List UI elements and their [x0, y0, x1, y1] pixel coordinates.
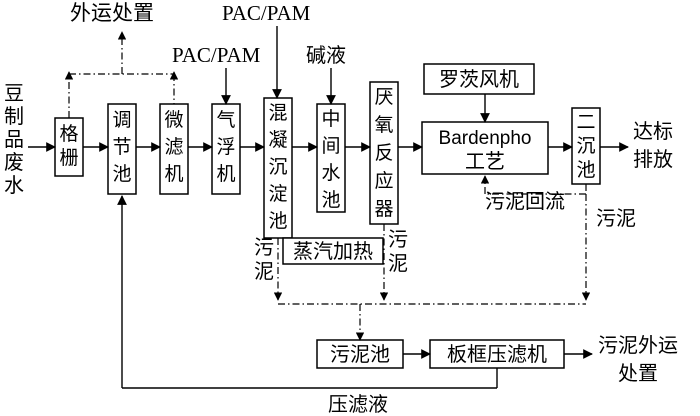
intermediate-tank-box: 中间水池 — [316, 103, 346, 213]
filtrate-return-line — [117, 195, 498, 389]
air-flotation-box: 气浮机 — [211, 103, 241, 195]
sludge-tank-box: 污泥池 — [316, 339, 404, 369]
svg-text:蒸汽加热: 蒸汽加热 — [293, 239, 373, 263]
filtrate-label: 压滤液 — [328, 392, 388, 416]
microfilter-box: 微滤机 — [159, 103, 189, 195]
sludge-left-label: 污泥 — [254, 235, 274, 283]
svg-text:污泥: 污泥 — [254, 235, 274, 283]
sludge-offsite-label-line2: 处置 — [618, 361, 658, 385]
svg-text:中间水池: 中间水池 — [321, 108, 340, 211]
pac-pam-top-label: PAC/PAM — [222, 1, 311, 25]
anaerobic-reactor-box: 厌氧反应器 — [369, 81, 399, 225]
svg-text:板框压滤机: 板框压滤机 — [447, 342, 547, 366]
sludge-offsite-label-line1: 污泥外运 — [598, 333, 678, 357]
influent-label: 豆制品废水 — [4, 81, 24, 197]
svg-text:微滤机: 微滤机 — [164, 109, 183, 185]
pac-pam-mid-label: PAC/PAM — [172, 43, 261, 67]
svg-text:格栅: 格栅 — [59, 123, 78, 169]
sludge-right-label: 污泥 — [596, 206, 636, 230]
svg-text:罗茨风机: 罗茨风机 — [439, 67, 519, 91]
sludge-return-line — [480, 175, 587, 195]
alkali-label: 碱液 — [306, 43, 346, 67]
screen-box: 格栅 — [54, 117, 84, 177]
svg-text:二沉池: 二沉池 — [576, 111, 595, 181]
equalization-tank-box: 调节池 — [107, 103, 137, 195]
screenings-offsite-line — [64, 31, 179, 118]
bardenpho-box: Bardenpho 工艺 — [421, 121, 549, 175]
sludge-collection-line — [273, 194, 591, 341]
svg-text:豆制品废水: 豆制品废水 — [4, 81, 24, 197]
effluent-label-line1: 达标 — [633, 119, 673, 143]
svg-text:污泥: 污泥 — [388, 227, 408, 275]
secondary-clarifier-box: 二沉池 — [571, 107, 601, 185]
svg-text:工艺: 工艺 — [465, 149, 505, 173]
svg-text:混凝沉淀池: 混凝沉淀池 — [268, 102, 287, 232]
steam-heating-box: 蒸汽加热 — [282, 237, 384, 265]
sludge-mid-label: 污泥 — [388, 227, 408, 275]
svg-text:污泥池: 污泥池 — [330, 342, 390, 366]
plate-filter-press-box: 板框压滤机 — [429, 339, 565, 369]
offsite-disposal-label: 外运处置 — [70, 1, 154, 25]
sludge-return-label: 污泥回流 — [485, 189, 565, 213]
svg-text:调节池: 调节池 — [112, 109, 131, 185]
svg-text:Bardenpho: Bardenpho — [439, 128, 532, 149]
svg-text:气浮机: 气浮机 — [216, 109, 235, 185]
coag-sed-tank-box: 混凝沉淀池 — [263, 97, 293, 239]
svg-text:厌氧反应器: 厌氧反应器 — [374, 86, 393, 220]
roots-blower-box: 罗茨风机 — [423, 63, 535, 95]
effluent-label-line2: 排放 — [633, 147, 673, 171]
